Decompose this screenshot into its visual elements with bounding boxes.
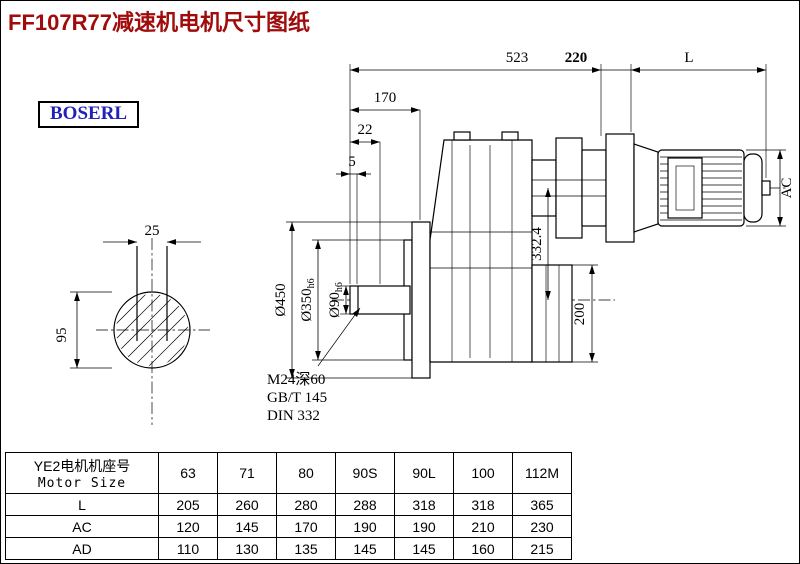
note-gbt145: GB/T 145: [267, 390, 327, 406]
row-label: AC: [5, 515, 159, 538]
table-cell: 90L: [394, 452, 454, 494]
motor-bell: [633, 143, 659, 233]
output-flange: [411, 221, 431, 379]
dim-label-25: 25: [145, 223, 160, 239]
dim-label-5: 5: [348, 154, 356, 170]
motor-size-table: YE2电机机座号 Motor Size 63 71 80 90S 90L 100…: [5, 452, 572, 560]
table-cell: 288: [335, 493, 395, 516]
table-cell: 170: [276, 515, 336, 538]
technical-drawing: 25 95: [54, 50, 795, 425]
thread-callout: M24深60 GB/T 145 DIN 332: [267, 307, 361, 424]
table-cell: 112M: [512, 452, 572, 494]
table-cell: 215: [512, 537, 572, 560]
table-cell: 135: [276, 537, 336, 560]
dia90-tolerance: h6: [334, 282, 345, 292]
lower-housing-block: [531, 264, 573, 363]
table-row: AD 110 130 135 145 145 160 215: [5, 537, 572, 560]
dim-label-22: 22: [358, 122, 373, 138]
table-cell: 260: [217, 493, 277, 516]
dim-label-332: 332.4: [529, 227, 545, 261]
dia350-value: Ø350: [299, 288, 315, 321]
row-label: L: [5, 493, 159, 516]
table-cell: 318: [453, 493, 513, 516]
table-cell: 190: [335, 515, 395, 538]
table-cell: 71: [217, 452, 277, 494]
dim-verticals: 332.4 200 AC: [529, 149, 795, 363]
gearbox-housing: [429, 139, 533, 363]
dia90-value: Ø90: [327, 292, 343, 318]
table-cell: 100: [453, 452, 513, 494]
table-cell: 80: [276, 452, 336, 494]
dim-label-dia90: Ø90h6: [327, 282, 345, 318]
dim-label-170: 170: [374, 90, 397, 106]
table-cell: 190: [394, 515, 454, 538]
dim-label-95: 95: [54, 328, 70, 343]
dim-label-200: 200: [572, 303, 588, 326]
dim-label-dia450: Ø450: [273, 283, 289, 316]
dim-top-chain: 523 220 L: [349, 50, 767, 284]
dia350-tolerance: h6: [306, 278, 317, 288]
dim-label-220: 220: [565, 50, 588, 66]
page-title: FF107R77减速机电机尺寸图纸: [8, 10, 310, 35]
row-label: AD: [5, 537, 159, 560]
note-thread: M24深60: [267, 371, 325, 388]
table-row: AC 120 145 170 190 190 210 230: [5, 515, 572, 538]
hollow-output-shaft: [349, 285, 411, 315]
motor: [633, 143, 771, 233]
note-din332: DIN 332: [267, 408, 320, 424]
dim-label-AC: AC: [779, 178, 795, 199]
dim-shaft-95: 95: [54, 291, 112, 369]
table-cell: 145: [217, 515, 277, 538]
terminal-box: [667, 157, 703, 219]
table-cell: 365: [512, 493, 572, 516]
table-row: L 205 260 280 288 318 318 365: [5, 493, 572, 516]
table-header-en: Motor Size: [37, 475, 127, 491]
dim-label-L: L: [684, 50, 693, 66]
table-cell: 110: [158, 537, 218, 560]
table-cell: 205: [158, 493, 218, 516]
dim-steps: 170 22 5: [336, 90, 421, 284]
table-cell: 120: [158, 515, 218, 538]
gearbox-body: [349, 131, 573, 379]
table-cell: 130: [217, 537, 277, 560]
motor-shaft-stub: [761, 180, 771, 196]
table-cell: 230: [512, 515, 572, 538]
table-cell: 318: [394, 493, 454, 516]
table-cell: 63: [158, 452, 218, 494]
dim-diameters: Ø450 Ø350h6 Ø90h6: [273, 221, 412, 379]
dim-label-dia350: Ø350h6: [299, 278, 317, 321]
table-cell: 90S: [335, 452, 395, 494]
table-cell: 160: [453, 537, 513, 560]
motor-end-shield: [743, 153, 763, 223]
table-cell: 280: [276, 493, 336, 516]
table-header-row: YE2电机机座号 Motor Size 63 71 80 90S 90L 100…: [5, 452, 572, 494]
table-cell: 145: [335, 537, 395, 560]
shaft-end-view: 25 95: [54, 223, 210, 425]
dim-key-width: 25: [103, 223, 201, 245]
table-header-cell: YE2电机机座号 Motor Size: [5, 452, 159, 494]
table-cell: 145: [394, 537, 454, 560]
motor-adapter: [531, 133, 635, 243]
table-cell: 210: [453, 515, 513, 538]
dim-label-523: 523: [506, 50, 529, 66]
brand-logo: BOSERL: [38, 101, 140, 128]
table-header-cn: YE2电机机座号: [33, 457, 131, 474]
